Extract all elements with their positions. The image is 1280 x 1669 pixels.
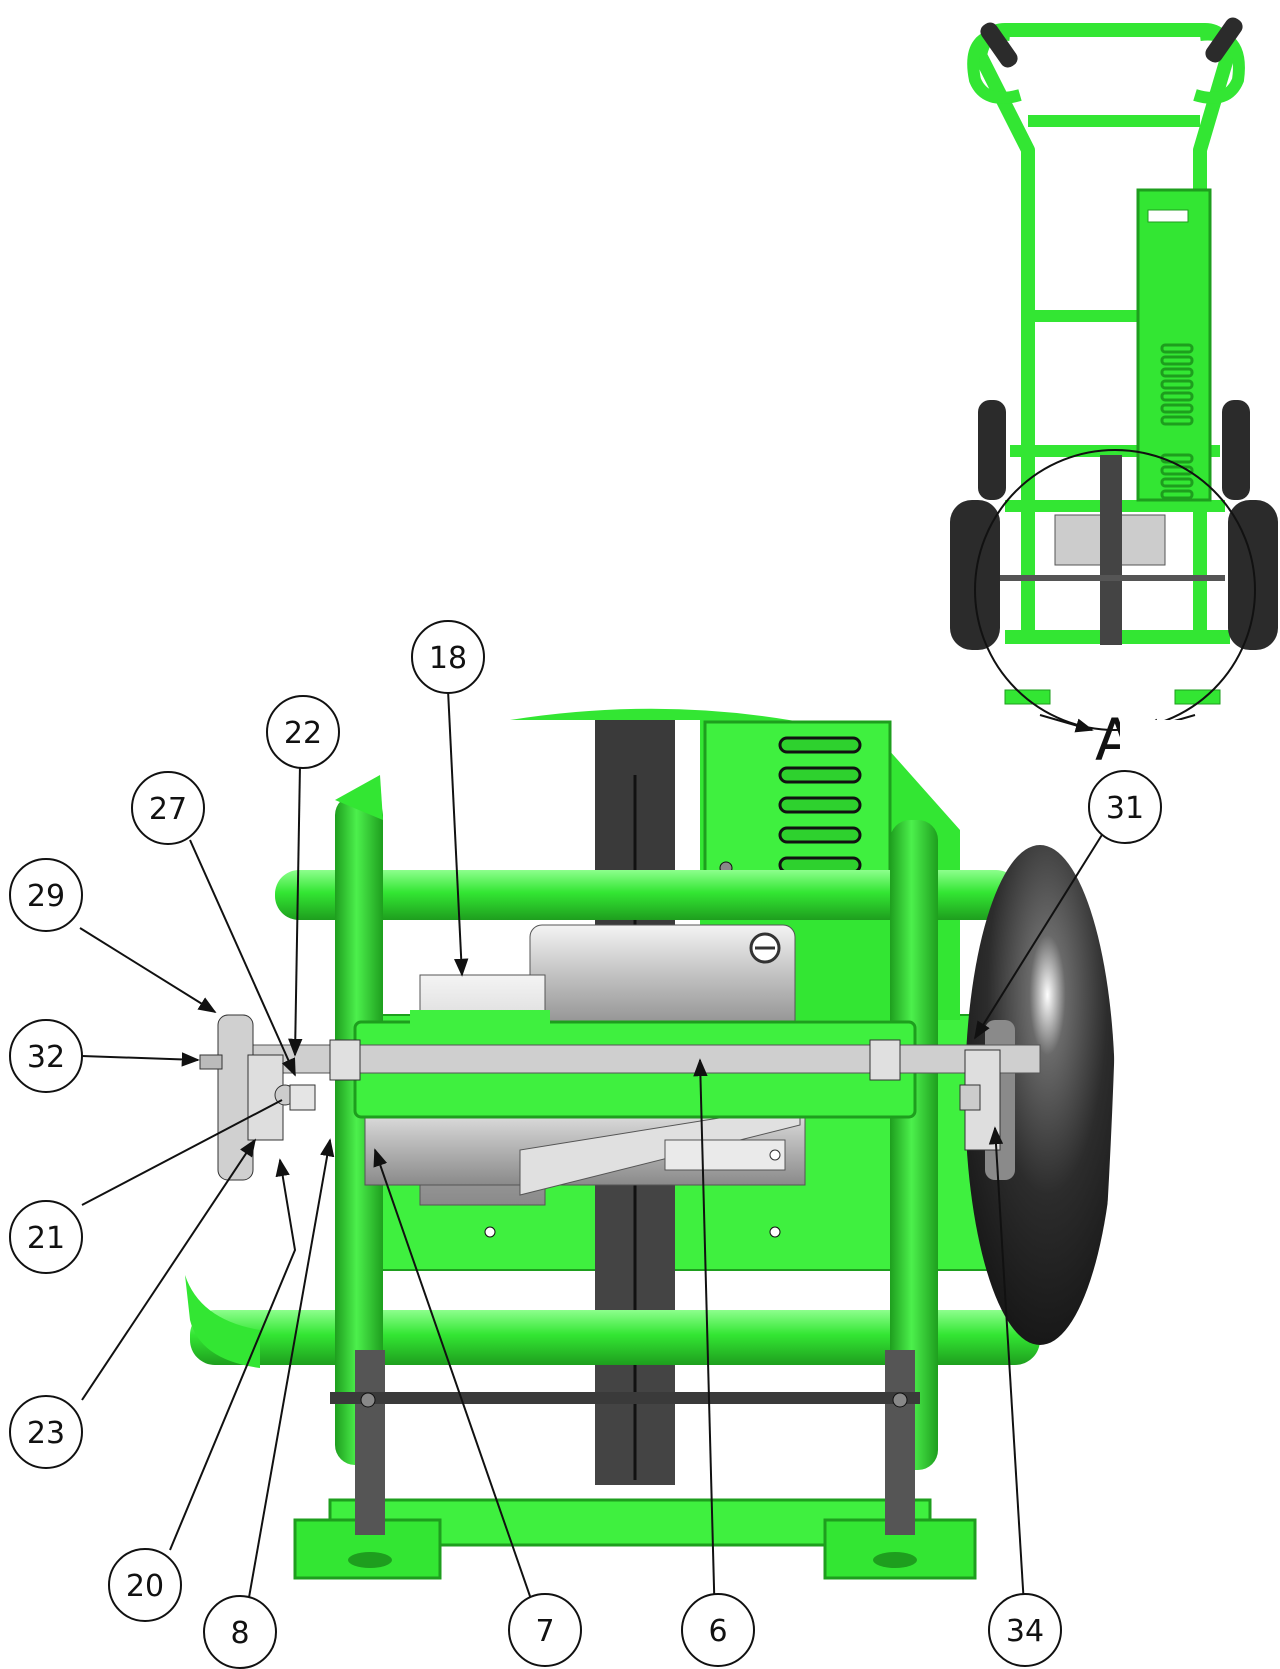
plate-hole-right [769,1226,781,1238]
leader-34 [988,1126,1026,1623]
callout-18-label: 18 [429,641,467,676]
lower-tube-left-curve [185,1275,260,1368]
leader-20 [169,1158,297,1551]
callout-bubbles: 18 22 27 29 32 21 23 20 [9,620,1162,1669]
view-arrow-left [1039,714,1094,733]
leader-32 [81,1052,200,1067]
leader-27 [189,839,296,1077]
overview-lower-right-wheel [1228,500,1278,650]
callout-29-label: 29 [27,879,65,914]
callout-6-label: 6 [708,1614,727,1649]
detail-view-a [185,708,1280,1669]
callout-22: 22 [266,695,340,769]
leader-21 [81,1099,283,1206]
left-spacer [289,1084,316,1111]
overview-crossbar-2 [1028,310,1138,322]
left-upright [335,795,383,1465]
right-leg [885,1350,915,1535]
axle-collar-left [329,1039,361,1081]
leader-23 [81,1138,256,1401]
overview-mast [1100,455,1122,645]
overview-dolly: A [950,17,1278,774]
leader-6 [693,1058,716,1626]
left-leg [355,1350,385,1535]
callout-20-label: 20 [126,1569,164,1604]
left-hub-bolt [199,1054,223,1070]
leader-31 [974,829,1106,1040]
leader-22 [288,764,303,1057]
overview-upper-left-wheel [978,400,1006,500]
main-axle [239,1044,1041,1074]
detail-crop-mask [1060,720,1280,1669]
lower-rod [330,1392,920,1404]
overview-control-label [1147,209,1189,223]
cover-vent-slots [778,736,862,874]
callout-31-label: 31 [1106,791,1144,826]
callout-7-label: 7 [535,1614,554,1649]
leader-29 [79,927,217,1013]
left-foot-hole [348,1552,392,1568]
overview-crossbar-1 [1028,115,1200,127]
leader-7 [373,1148,541,1626]
callout-22-label: 22 [284,716,322,751]
overview-left-grip [980,22,1018,68]
overview-base-left [1004,689,1051,705]
callout-6: 6 [681,1593,755,1667]
callout-27-label: 27 [149,792,187,827]
callout-8: 8 [203,1595,277,1669]
rod-bolt-right [892,1392,908,1408]
mount-bolt [769,1149,781,1161]
callout-21-label: 21 [27,1221,65,1256]
callout-23: 23 [9,1395,83,1469]
right-upright [890,820,938,1470]
leader-lines [79,689,1106,1626]
callout-32: 32 [9,1019,83,1093]
callout-32-label: 32 [27,1040,65,1075]
callout-23-label: 23 [27,1416,65,1451]
callout-21: 21 [9,1200,83,1274]
leader-18 [447,689,469,977]
leader-8 [244,1138,335,1621]
callout-29: 29 [9,858,83,932]
callout-7: 7 [508,1593,582,1667]
right-spacer [959,1084,981,1111]
callout-8-label: 8 [230,1616,249,1651]
crossbar-notch [410,1010,550,1040]
detail-view-circle [974,449,1256,731]
right-foot-hole [873,1552,917,1568]
callout-27: 27 [131,771,205,845]
rod-bolt-left [360,1392,376,1408]
callout-31: 31 [1088,770,1162,844]
axle-collar-right [869,1039,901,1081]
motor-mount-block [664,1139,786,1171]
callout-18: 18 [411,620,485,694]
callout-34-label: 34 [1006,1614,1044,1649]
overview-vent-slots [1160,343,1194,500]
left-upright-top [335,775,383,820]
overview-upper-right-wheel [1222,400,1250,500]
callout-20: 20 [108,1548,182,1622]
upper-tube [275,870,1020,920]
callout-34: 34 [988,1593,1062,1667]
overview-axle [1000,575,1225,581]
overview-right-grip [1205,17,1243,63]
right-tire [965,845,1115,1345]
lower-tube [190,1310,1040,1365]
plate-hole-left [484,1226,496,1238]
